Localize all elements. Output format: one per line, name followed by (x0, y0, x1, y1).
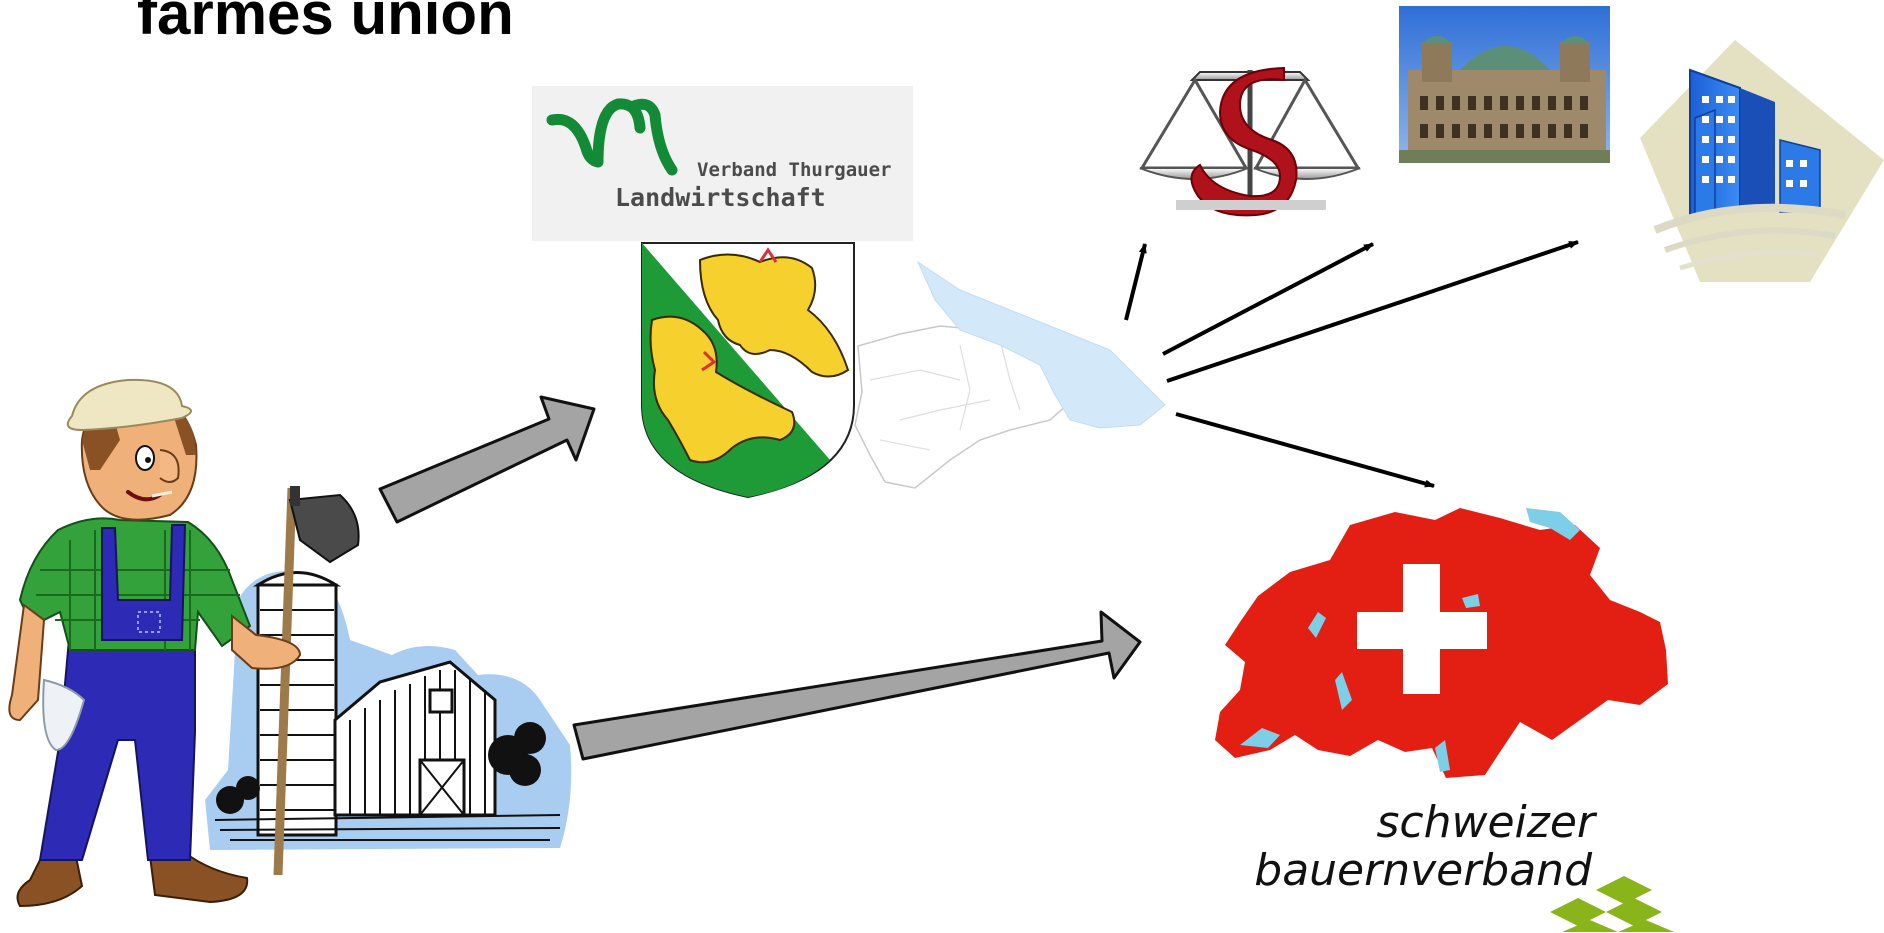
farmer-icon (8, 378, 360, 908)
vtl-logo-line2: Landwirtschaft (615, 183, 826, 212)
thurgau-coat-of-arms-icon (641, 242, 855, 499)
arrow-to-switzerland-big-icon (572, 610, 1142, 761)
vtl-logo: Verband Thurgauer Landwirtschaft (532, 86, 913, 241)
federal-palace-photo-icon (1399, 6, 1610, 163)
sbv-logo-mark-icon (1550, 876, 1674, 932)
vtl-logo-mark-icon (546, 98, 646, 168)
law-paragraph-scales-icon (1139, 66, 1361, 217)
sbv-logo: schweizer bauernverband (1254, 797, 1674, 932)
swiss-map-flag-icon (1215, 508, 1668, 778)
fanout-arrows (1124, 240, 1579, 488)
sbv-logo-line2: bauernverband (1254, 845, 1593, 896)
sbv-logo-line1: schweizer (1376, 797, 1597, 848)
arrow-to-city-icon (1166, 240, 1579, 383)
arrow-to-law-icon (1124, 243, 1147, 321)
slide-title: farmes union (137, 0, 514, 47)
city-buildings-icon (1640, 40, 1884, 282)
arrow-to-palace-icon (1162, 242, 1374, 356)
barn-icon (205, 570, 572, 850)
thurgau-map-icon (854, 260, 1166, 489)
vtl-logo-line1: Verband Thurgauer (697, 159, 891, 181)
arrow-to-thurgau-icon (378, 395, 596, 524)
arrow-to-switzerland-icon (1175, 412, 1435, 488)
